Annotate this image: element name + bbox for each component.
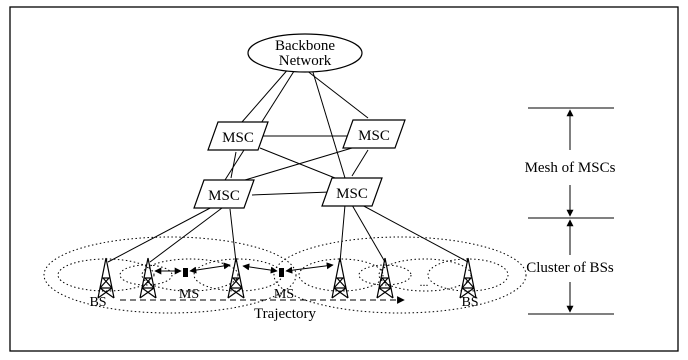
ellipsis-text: ... xyxy=(420,275,429,289)
ms-label: MS xyxy=(274,287,294,302)
mesh-of-mscs-label: Mesh of MSCs xyxy=(525,160,616,176)
bs-label-right: BS xyxy=(461,295,478,310)
msc-node-lower-left: MSC xyxy=(193,179,255,209)
backbone-network-node: Backbone Network xyxy=(247,33,363,73)
hierarchy-scale xyxy=(528,107,614,315)
trajectory-label: Trajectory xyxy=(254,306,316,322)
backbone-label-line2: Network xyxy=(279,53,332,69)
bs-label-left: BS xyxy=(89,295,106,310)
msc-bs-links xyxy=(107,203,469,263)
ms-label: MS xyxy=(179,287,199,302)
mobile-phone-icon xyxy=(183,268,188,277)
msc-node-upper-right: MSC xyxy=(342,119,406,149)
msc-label: MSC xyxy=(208,188,240,204)
msc-node-lower-right: MSC xyxy=(321,177,383,207)
msc-label: MSC xyxy=(336,186,368,202)
mobile-phone-icon xyxy=(279,268,284,277)
mobile-station-2: MS xyxy=(242,262,334,302)
cluster-of-bss-label: Cluster of BSs xyxy=(526,260,614,276)
mobile-station-1: MS xyxy=(154,262,231,302)
msc-label: MSC xyxy=(358,128,390,144)
msc-label: MSC xyxy=(222,130,254,146)
msc-mesh-links xyxy=(230,135,369,196)
msc-node-upper-left: MSC xyxy=(207,121,269,151)
backbone-label-line1: Backbone xyxy=(275,38,335,54)
